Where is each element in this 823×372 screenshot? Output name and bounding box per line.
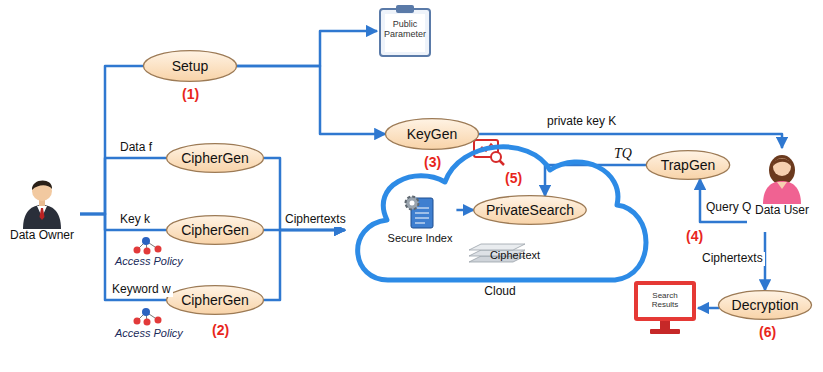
callout-number: (6) — [757, 324, 778, 340]
connector-arrow — [237, 66, 386, 134]
node-label: Data User — [755, 204, 809, 218]
edge-label: Data f — [118, 141, 154, 155]
connector-arrow — [698, 307, 719, 310]
edge-label: Ciphertexts — [700, 252, 765, 266]
node-label: Search Results — [638, 285, 692, 317]
person-icon — [20, 173, 64, 229]
connector-arrow — [80, 214, 167, 230]
connector-arrow — [545, 165, 646, 196]
edge-label: private key K — [545, 115, 618, 129]
person-node: Data Owner — [4, 173, 80, 255]
monitor-node: Search Results — [632, 279, 698, 337]
ellipse-node: TrapGen — [645, 149, 731, 181]
person-icon — [760, 148, 804, 204]
edge-label: Query Q — [704, 201, 753, 215]
node-label: Decryption — [732, 297, 799, 313]
edge-label: Key k — [118, 213, 152, 227]
access-tree-icon — [134, 308, 162, 326]
person-node: Data User — [747, 148, 817, 232]
cloud-node: Cloud Secure Index PrivateSearchCiphertext — [345, 120, 655, 310]
ellipse-node: CipherGen — [165, 142, 265, 174]
callout-number: (1) — [180, 86, 201, 102]
node-label: CipherGen — [181, 222, 249, 238]
stack-node: Ciphertext — [465, 242, 565, 268]
policy-label: Access Policy — [113, 255, 185, 268]
connector-arrow — [456, 209, 473, 212]
ellipse-node: CipherGen — [165, 284, 265, 316]
clip-node: Public Parameter — [377, 4, 433, 58]
callout-number: (2) — [210, 322, 231, 338]
edge-label: TQ — [612, 146, 634, 162]
ellipse-node: PrivateSearch — [472, 194, 588, 226]
node-label: Secure Index — [388, 232, 453, 245]
connector-arrow — [80, 66, 143, 214]
node-label: CipherGen — [181, 150, 249, 166]
callout-number: (5) — [503, 170, 524, 186]
callout-number: (4) — [684, 228, 705, 244]
ellipse-node: CipherGen — [165, 214, 265, 246]
node-label: Cloud — [345, 285, 655, 299]
connector-arrow — [237, 31, 377, 66]
node-label: CipherGen — [181, 292, 249, 308]
secure-index-icon — [403, 194, 437, 232]
node-label: TrapGen — [661, 157, 716, 173]
access-tree-icon — [134, 237, 162, 255]
connector-arrow — [264, 230, 346, 300]
node-label: Ciphertext — [490, 249, 540, 262]
node-label: Setup — [172, 58, 209, 74]
edge-label: Ciphertexts — [283, 213, 348, 227]
callout-number: (3) — [422, 154, 443, 170]
index-node: Secure Index — [384, 194, 457, 256]
node-label: PrivateSearch — [486, 202, 574, 218]
policy-label: Access Policy — [113, 327, 185, 340]
ellipse-node: KeyGen — [384, 117, 480, 151]
connector-arrow — [80, 158, 167, 214]
node-label: KeyGen — [407, 126, 458, 142]
edge-label: Keyword w — [110, 283, 173, 297]
node-label: Data Owner — [10, 229, 74, 243]
node-label: Public Parameter — [383, 19, 427, 40]
ellipse-node: Setup — [142, 49, 238, 83]
ellipse-node: Decryption — [717, 289, 813, 321]
